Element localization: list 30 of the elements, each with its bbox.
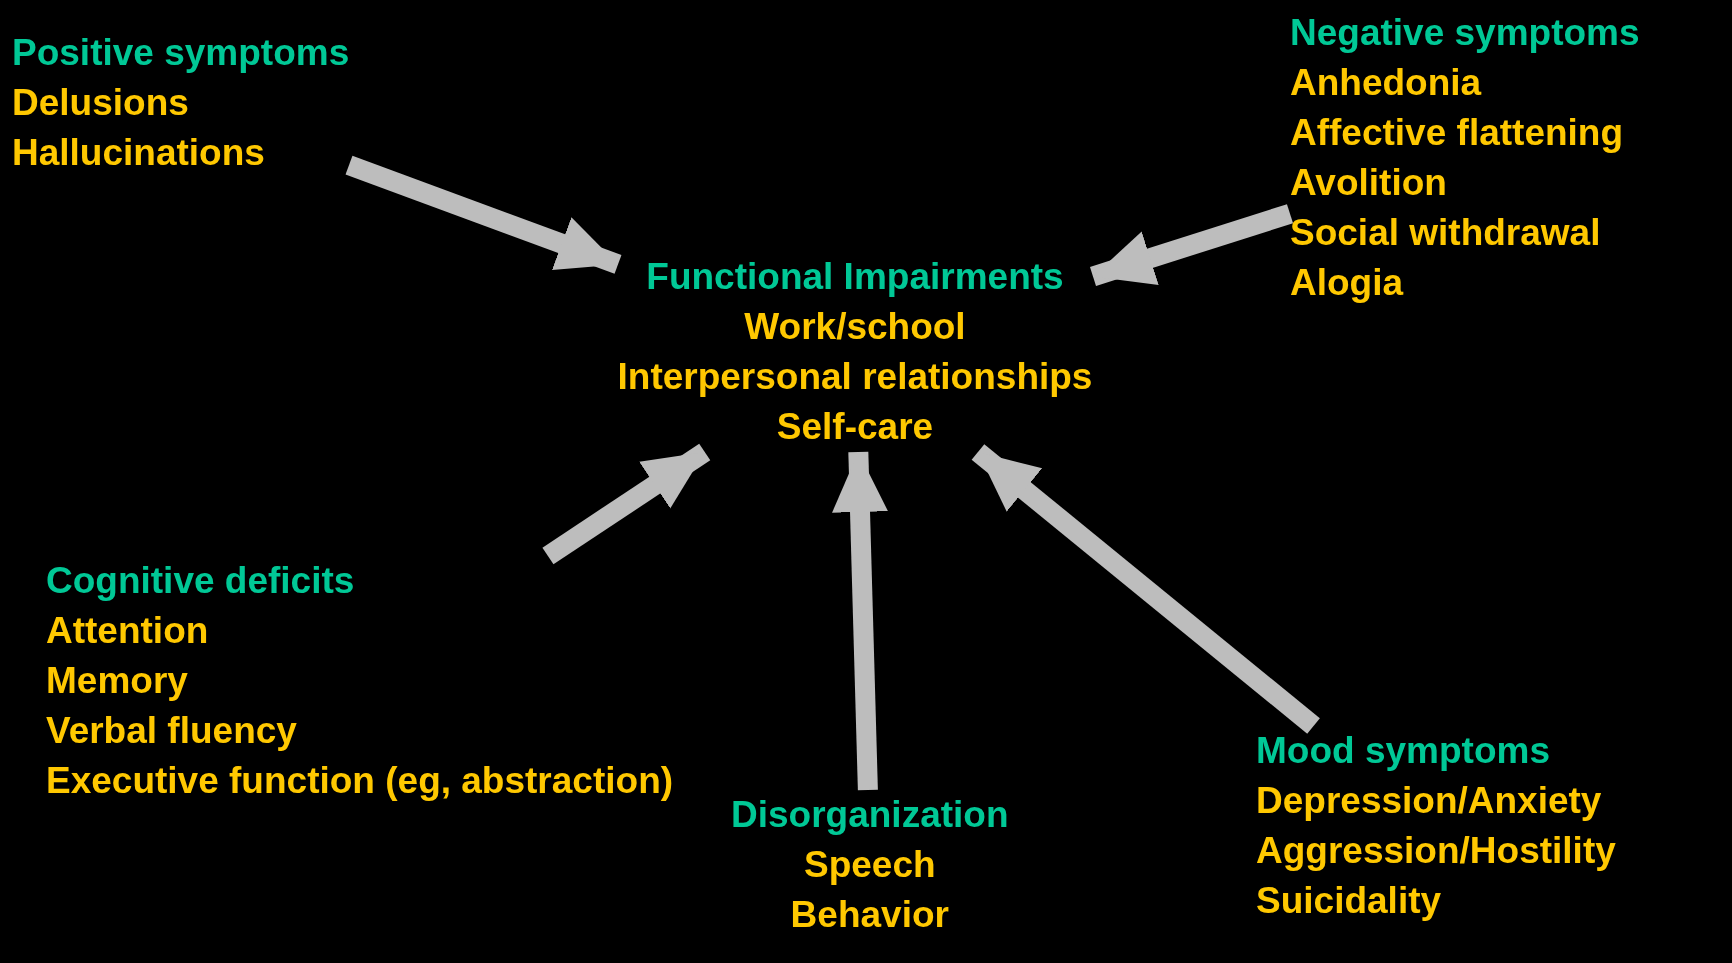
group-heading: Functional Impairments	[646, 255, 1064, 299]
list-item: Hallucinations	[12, 131, 265, 175]
arrow	[971, 444, 1320, 734]
list-item: Executive function (eg, abstraction)	[46, 759, 674, 803]
group-heading: Negative symptoms	[1290, 11, 1640, 55]
list-item: Self-care	[776, 405, 934, 449]
list-item: Verbal fluency	[46, 709, 297, 753]
list-item: Work/school	[744, 305, 966, 349]
arrow	[832, 451, 888, 791]
list-item: Affective flattening	[1290, 111, 1624, 155]
group-heading: Cognitive deficits	[46, 559, 355, 603]
list-item: Social withdrawal	[1290, 211, 1601, 255]
list-item: Speech	[803, 843, 936, 887]
list-item: Interpersonal relationships	[617, 355, 1093, 399]
arrow	[542, 443, 711, 565]
arrow	[1089, 204, 1294, 286]
list-item: Alogia	[1290, 261, 1404, 305]
list-item: Behavior	[790, 893, 949, 937]
list-item: Anhedonia	[1290, 61, 1482, 105]
list-item: Memory	[46, 659, 188, 703]
arrow	[345, 155, 622, 274]
list-item: Suicidality	[1256, 879, 1442, 923]
list-item: Depression/Anxiety	[1256, 779, 1602, 823]
list-item: Avolition	[1290, 161, 1447, 205]
list-item: Attention	[46, 609, 209, 653]
list-item: Delusions	[12, 81, 189, 125]
group-heading: Disorganization	[731, 793, 1009, 837]
list-item: Aggression/Hostility	[1256, 829, 1616, 873]
group-heading: Positive symptoms	[12, 31, 350, 75]
group-heading: Mood symptoms	[1256, 729, 1550, 773]
